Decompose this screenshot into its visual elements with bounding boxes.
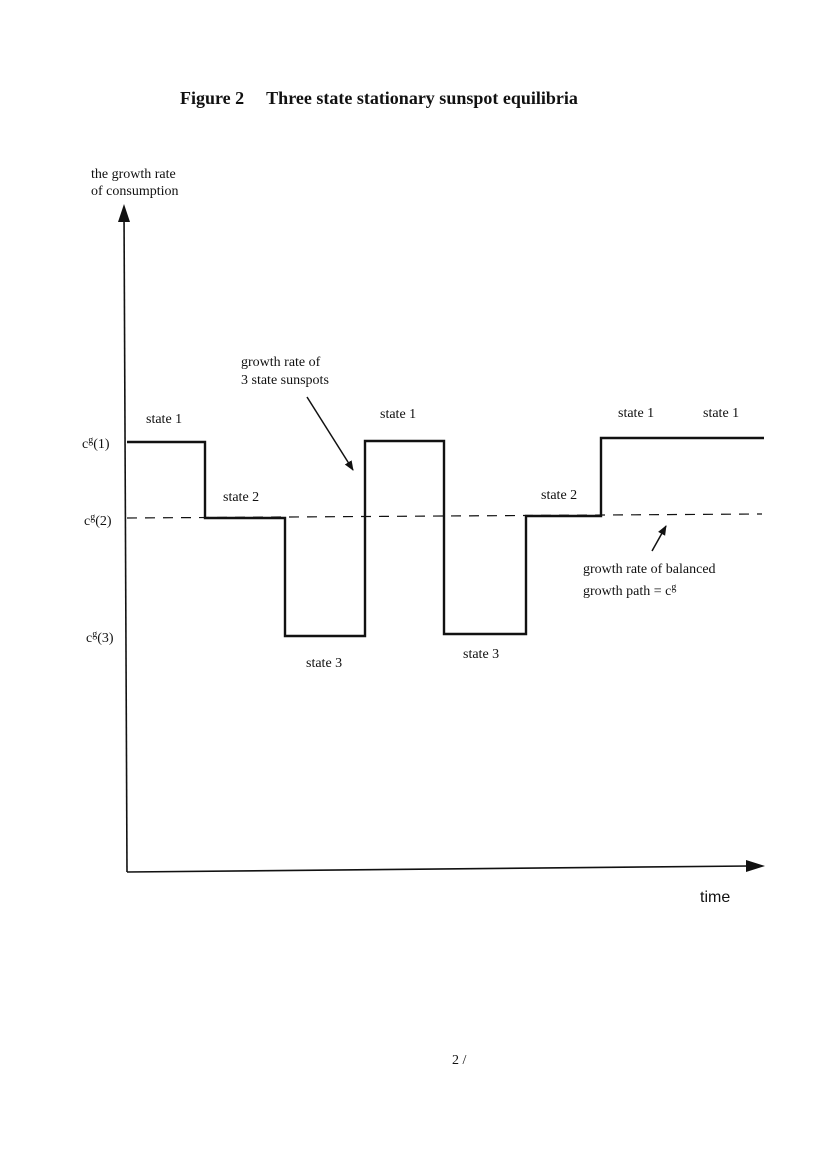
- state-label: state 3: [463, 647, 499, 662]
- state-label: state 1: [618, 406, 654, 421]
- balanced-annotation-arrow: [651, 525, 667, 552]
- level-label-3: cg(3): [86, 629, 114, 646]
- level-label-1: cg(1): [82, 435, 110, 452]
- state-label: state 1: [380, 407, 416, 422]
- y-axis-label-line1: the growth rate: [91, 167, 176, 182]
- y-axis-label-line2: of consumption: [91, 184, 179, 199]
- figure-title: Figure 2 Three state stationary sunspot e…: [180, 88, 578, 109]
- x-axis: [126, 865, 751, 873]
- state-label: state 1: [703, 406, 739, 421]
- sunspot-annotation-line1: growth rate of: [241, 355, 321, 370]
- state-label: state 3: [306, 656, 342, 671]
- figure-number: Figure 2: [180, 88, 245, 108]
- balanced-growth-line: [126, 513, 763, 519]
- x-axis-label: time: [700, 889, 730, 906]
- state-label: state 1: [146, 412, 182, 427]
- state-label: state 2: [541, 488, 577, 503]
- balanced-annotation-line2: growth path = cg: [583, 582, 676, 599]
- level-label-2: cg(2): [84, 512, 112, 529]
- y-axis: [123, 209, 128, 873]
- sunspot-annotation-line2: 3 state sunspots: [241, 373, 329, 388]
- state-label: state 2: [223, 490, 259, 505]
- y-axis-arrowhead: [118, 204, 130, 222]
- figure-caption: Three state stationary sunspot equilibri…: [266, 88, 578, 108]
- x-axis-arrowhead: [746, 860, 765, 872]
- balanced-annotation-line1: growth rate of balanced: [583, 562, 716, 577]
- page-number: 2 /: [452, 1053, 467, 1068]
- sunspot-annotation-arrow: [306, 396, 354, 471]
- sunspot-step-path: [127, 436, 764, 638]
